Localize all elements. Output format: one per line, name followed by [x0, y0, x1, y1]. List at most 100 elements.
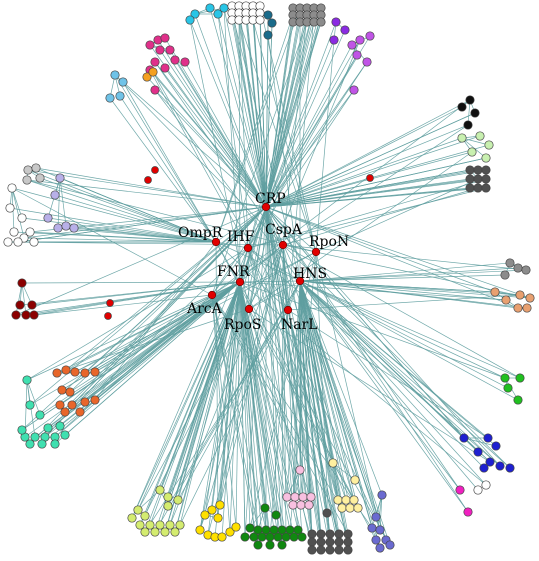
regulation-edge	[157, 39, 267, 208]
regulation-edge	[239, 281, 275, 531]
lightgreen-cluster-right-node	[481, 153, 491, 163]
white-cluster-left-node	[29, 237, 39, 247]
regulation-edge	[33, 281, 241, 316]
yellowgreen-cluster-bottom-node	[170, 527, 180, 537]
regulation-edge	[299, 280, 528, 309]
yellow-cluster-bottom-node	[215, 500, 225, 510]
regulation-edge	[199, 206, 267, 531]
regulation-edge	[174, 59, 267, 208]
lavender-cluster-left-node	[55, 173, 65, 183]
regulation-edge	[248, 308, 301, 471]
regulation-edge	[299, 280, 507, 301]
slateblue-cluster-bottom-node	[371, 535, 381, 545]
orangered-cluster-left-node	[90, 367, 100, 377]
hub-hub-edge	[287, 280, 301, 311]
white-cluster-left-node	[17, 213, 27, 223]
regulation-edge	[154, 61, 284, 246]
regulation-edge	[59, 281, 241, 427]
regulation-edge	[265, 89, 355, 208]
darkred-cluster-left-node	[11, 310, 21, 320]
forestgreen-cluster-bottom-node	[260, 503, 270, 513]
black-cluster-right-node	[470, 108, 480, 118]
aquamarine-cluster-left-node	[22, 375, 32, 385]
forestgreen-cluster-bottom-node	[257, 532, 267, 542]
forestgreen-cluster-bottom-node	[289, 532, 299, 542]
aquamarine-cluster-left-node	[50, 439, 60, 449]
regulation-edge	[54, 281, 241, 445]
regulation-edge	[23, 237, 217, 243]
regulation-edge	[299, 280, 381, 549]
slateblue-cluster-bottom-node	[375, 543, 385, 553]
hub-node-fnr	[235, 277, 245, 287]
hub-label-narl: NarL	[281, 317, 318, 333]
regulation-edge	[139, 281, 241, 526]
violet-cluster-top-node	[355, 35, 365, 45]
darkgray-cluster-bottom-node	[307, 545, 317, 555]
regulation-edge	[282, 244, 339, 501]
regulation-edge	[239, 281, 279, 538]
aquamarine-cluster-left-node	[17, 425, 27, 435]
hub-hub-edge	[247, 247, 250, 310]
regulation-edge	[265, 21, 337, 208]
regulation-edge	[35, 167, 267, 208]
cluster-edge	[294, 469, 301, 498]
regulation-edge	[265, 21, 301, 208]
cyan-cluster-top-node	[213, 9, 223, 19]
regulation-edge	[299, 280, 511, 469]
regulation-edge	[211, 61, 368, 296]
teal-cluster-top-node	[267, 18, 277, 28]
aquamarine-cluster-left-node	[60, 430, 70, 440]
regulation-edge	[199, 281, 241, 531]
darkgray-cluster-right-node	[473, 174, 483, 184]
yellowgreen-cluster-bottom-node	[165, 520, 175, 530]
regulation-edge	[299, 280, 359, 509]
darkgray-cluster-bottom-node	[307, 537, 317, 547]
gray-cluster-top-node	[316, 17, 326, 27]
regulation-edge	[248, 14, 322, 310]
magenta-cluster-top-node	[180, 57, 190, 67]
regulation-edge	[299, 280, 469, 513]
lightpink-cluster-bottom-node	[306, 492, 316, 502]
regulation-edge	[239, 281, 283, 531]
lightpink-cluster-bottom-node	[298, 492, 308, 502]
regulation-edge	[41, 281, 241, 445]
hub-node-hns	[295, 276, 305, 286]
cyan-cluster-top-node	[190, 9, 200, 19]
lightyellow-cluster-bottom-node	[333, 495, 343, 505]
regulation-edge	[65, 308, 250, 371]
regulation-edge	[69, 206, 267, 393]
pink-cluster-right-node	[463, 507, 473, 517]
regulation-edge	[265, 54, 358, 208]
orange-cluster-top-node	[148, 67, 158, 77]
magenta-cluster-top-node	[145, 40, 155, 50]
hub-label-hns: HNS	[293, 266, 327, 282]
hub-hub-edge	[239, 244, 284, 283]
regulation-edge	[231, 19, 267, 208]
lightgray-cluster-left-node	[31, 163, 41, 173]
regulation-edge	[154, 89, 301, 282]
cluster-edge	[332, 462, 355, 501]
teal-cluster-top-node	[263, 30, 273, 40]
lightpink-cluster-bottom-node	[295, 465, 305, 475]
regulation-edge	[211, 294, 349, 535]
hub-node-cspa	[278, 240, 288, 250]
node-layer	[3, 1, 535, 555]
hub-node-ompr	[211, 237, 221, 247]
regulation-edge	[26, 247, 249, 381]
regulation-edge	[164, 67, 267, 208]
hub-hub-edge	[215, 241, 301, 282]
hub-hub-edge	[247, 247, 301, 282]
regulation-edge	[265, 178, 487, 208]
darkgray-cluster-right-node	[465, 183, 475, 193]
hub-label-rpon: RpoN	[309, 234, 349, 250]
regulation-edge	[211, 124, 469, 296]
regulation-edge	[265, 21, 322, 208]
regulation-edge	[26, 281, 241, 381]
darkgray-cluster-bottom-node	[343, 537, 353, 547]
darkgray-cluster-bottom-node	[316, 537, 326, 547]
regulation-edge	[265, 21, 308, 208]
regulation-edge	[265, 206, 283, 546]
regulation-edge	[299, 280, 485, 469]
red-singletons-node	[104, 312, 112, 320]
